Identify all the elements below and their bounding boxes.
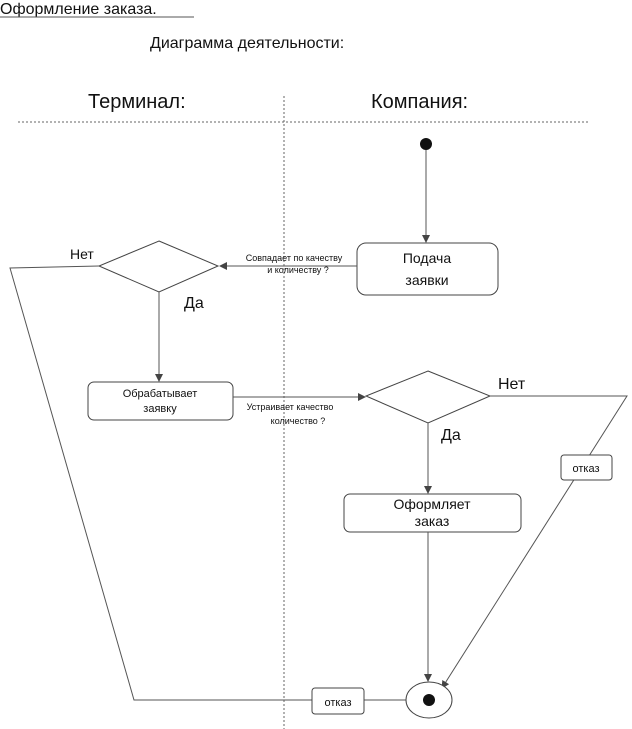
lane-terminal-label: Терминал: <box>88 91 186 113</box>
diagram-subtitle: Диаграмма деятельности: <box>150 35 344 52</box>
diagram-title: Оформление заказа. <box>0 1 157 18</box>
lane-company-label: Компания: <box>371 91 468 113</box>
submit-request-node <box>356 242 499 296</box>
process-request-node <box>87 381 234 421</box>
place-order-label-line2: заказ <box>415 513 450 529</box>
refusal-bottom-label: отказ <box>324 697 351 709</box>
decision-quality-match <box>97 240 220 293</box>
check-quality-label-line2: и количеству ? <box>267 265 329 275</box>
decision1-yes-label: Да <box>184 295 204 312</box>
check-quality-label-line1: Совпадает по качеству <box>246 253 343 263</box>
check-no-edge <box>9 265 408 701</box>
approve-label-line2: количество ? <box>271 416 326 426</box>
refusal-right-box <box>560 454 613 481</box>
process-request-label-line2: заявку <box>143 403 177 415</box>
process-request-label-line1: Обрабатывает <box>123 388 198 400</box>
place-order-label-line1: Оформляет <box>393 496 471 512</box>
end-node-core <box>423 694 435 706</box>
decision1-no-label: Нет <box>70 246 94 262</box>
place-order-node <box>343 493 522 533</box>
submit-request-label-line2: заявки <box>405 272 448 288</box>
refusal-right-label: отказ <box>572 463 599 475</box>
decision-approve-quality <box>364 370 492 424</box>
approve-no-edge <box>441 395 628 689</box>
decision2-no-label: Нет <box>498 376 526 393</box>
start-node <box>420 138 432 150</box>
approve-label-line1: Устраивает качество <box>247 402 334 412</box>
decision2-yes-label: Да <box>441 427 461 444</box>
submit-request-label-line1: Подача <box>403 250 451 266</box>
refusal-bottom-box <box>311 687 365 715</box>
